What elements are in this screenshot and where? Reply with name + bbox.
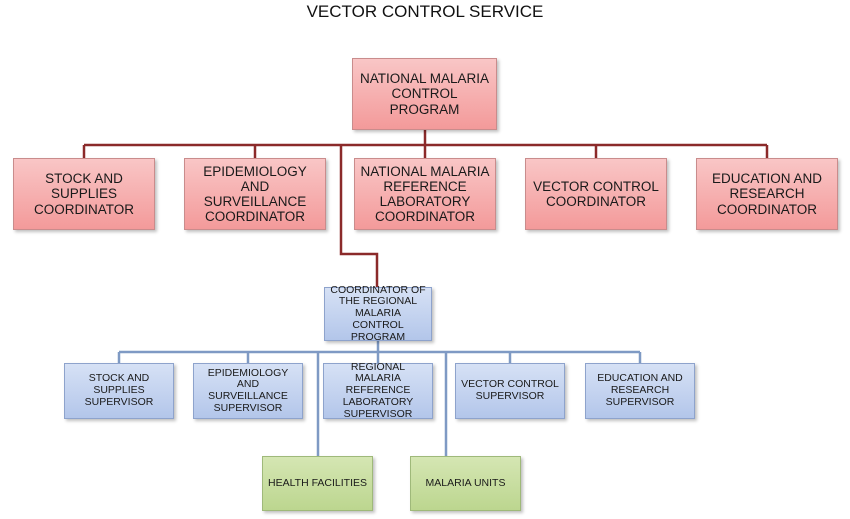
node-epidemiology-surveillance-coordinator: EPIDEMIOLOGY AND SURVEILLANCE COORDINATO… — [184, 158, 326, 230]
node-malaria-units: MALARIA UNITS — [410, 456, 521, 511]
node-stock-supplies-supervisor: STOCK AND SUPPLIES SUPERVISOR — [64, 363, 174, 419]
node-vector-control-coordinator: VECTOR CONTROL COORDINATOR — [525, 158, 667, 230]
node-national-reference-laboratory-coordinator: NATIONAL MALARIA REFERENCE LABORATORY CO… — [354, 158, 496, 230]
node-stock-supplies-coordinator: STOCK AND SUPPLIES COORDINATOR — [13, 158, 155, 230]
node-epidemiology-surveillance-supervisor: EPIDEMIOLOGY AND SURVEILLANCE SUPERVISOR — [193, 363, 303, 419]
node-education-research-coordinator: EDUCATION AND RESEARCH COORDINATOR — [696, 158, 838, 230]
node-regional-reference-laboratory-supervisor: REGIONAL MALARIA REFERENCE LABORATORY SU… — [323, 361, 433, 420]
node-vector-control-supervisor: VECTOR CONTROL SUPERVISOR — [455, 363, 565, 419]
link-regional — [339, 145, 379, 287]
node-national-malaria-control-program: NATIONAL MALARIA CONTROL PROGRAM — [352, 58, 497, 130]
diagram-title: VECTOR CONTROL SERVICE — [306, 2, 544, 21]
node-regional-coordinator: COORDINATOR OF THE REGIONAL MALARIA CONT… — [324, 284, 432, 343]
node-health-facilities: HEALTH FACILITIES — [262, 456, 373, 511]
node-education-research-supervisor: EDUCATION AND RESEARCH SUPERVISOR — [585, 363, 695, 419]
